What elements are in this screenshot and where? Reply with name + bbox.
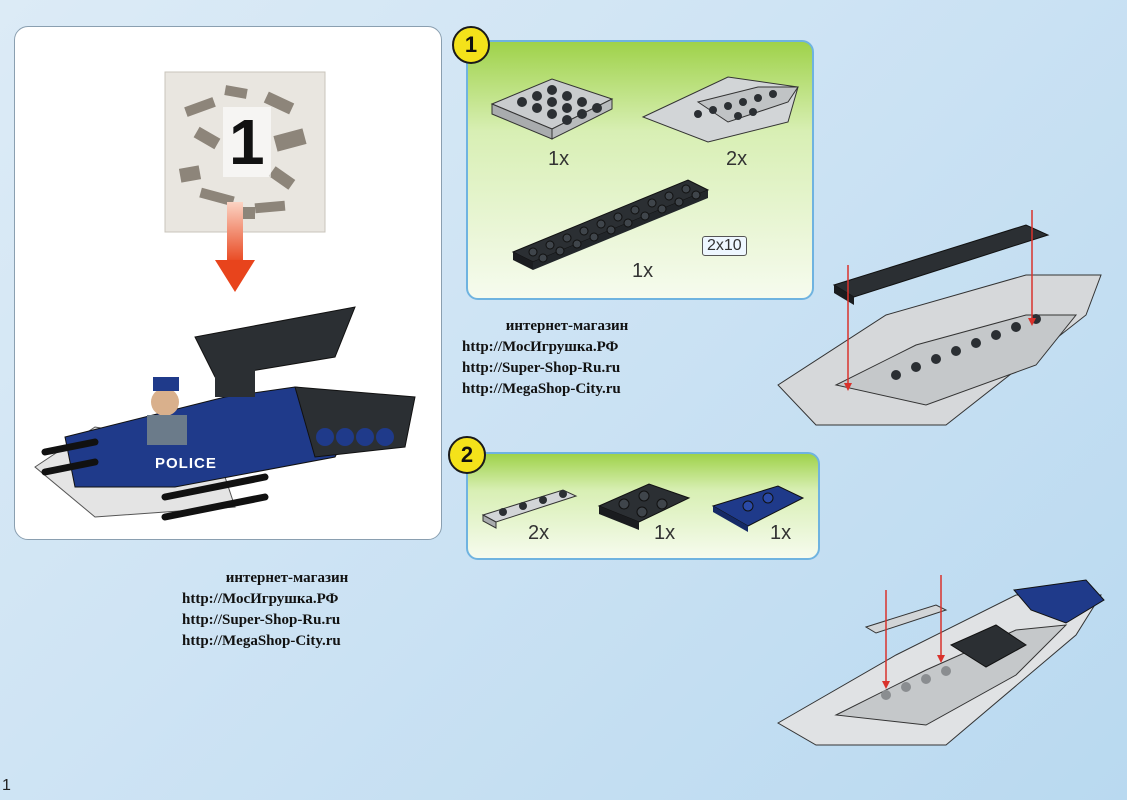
arrow-down-icon bbox=[215, 202, 255, 292]
plate-4x4-light-image bbox=[490, 78, 614, 140]
wedge-plate-light-image bbox=[641, 76, 799, 143]
plate-2x3-dark-image bbox=[597, 483, 691, 530]
shop-heading: интернет-магазин bbox=[505, 318, 629, 334]
step-2-part-1-qty: 2x bbox=[528, 522, 550, 544]
plate-1x4-light-image bbox=[481, 489, 578, 529]
shop-link[interactable]: http://MegaShop-City.ru bbox=[182, 633, 341, 649]
shop-link[interactable]: http://Super-Shop-Ru.ru bbox=[462, 360, 621, 376]
shop-link[interactable]: http://Super-Shop-Ru.ru bbox=[182, 612, 341, 628]
step-2-parts-box: 2x 1x 1x bbox=[466, 452, 820, 560]
step-2-part-2-qty: 1x bbox=[654, 522, 676, 544]
step-2-assembly-image bbox=[777, 575, 1105, 746]
police-boat-model-image bbox=[34, 306, 416, 521]
bag-number: 1 bbox=[223, 107, 271, 177]
bag-and-model-panel: 1 POLICE bbox=[14, 26, 442, 540]
shop-info-block-bottom: интернет-магазин http://МосИгрушка.РФ ht… bbox=[182, 568, 392, 652]
parts-bag-image bbox=[164, 71, 326, 233]
shop-link[interactable]: http://MegaShop-City.ru bbox=[462, 381, 621, 397]
step-2-badge: 2 bbox=[448, 436, 486, 474]
step-1-part-2-qty: 2x bbox=[726, 148, 748, 170]
shop-heading: интернет-магазин bbox=[225, 570, 349, 586]
police-label: POLICE bbox=[155, 455, 217, 472]
step-1-part-3-qty: 1x bbox=[632, 260, 654, 282]
shop-link[interactable]: http://МосИгрушка.РФ bbox=[462, 339, 619, 355]
shop-info-block-top: интернет-магазин http://МосИгрушка.РФ ht… bbox=[462, 316, 672, 400]
step-1-badge: 1 bbox=[452, 26, 490, 64]
page-number: 1 bbox=[2, 777, 11, 794]
step-1-part-3-size-tag: 2x10 bbox=[702, 236, 747, 256]
step-2-part-3-qty: 1x bbox=[770, 522, 792, 544]
wedge-blue-image bbox=[711, 485, 805, 532]
step-1-assembly-image bbox=[777, 210, 1102, 426]
shop-link[interactable]: http://МосИгрушка.РФ bbox=[182, 591, 339, 607]
plate-2x10-dark-image bbox=[511, 179, 710, 270]
step-1-parts-box: 1x 2x 2x10 1x bbox=[466, 40, 814, 300]
step-1-part-1-qty: 1x bbox=[548, 148, 570, 170]
